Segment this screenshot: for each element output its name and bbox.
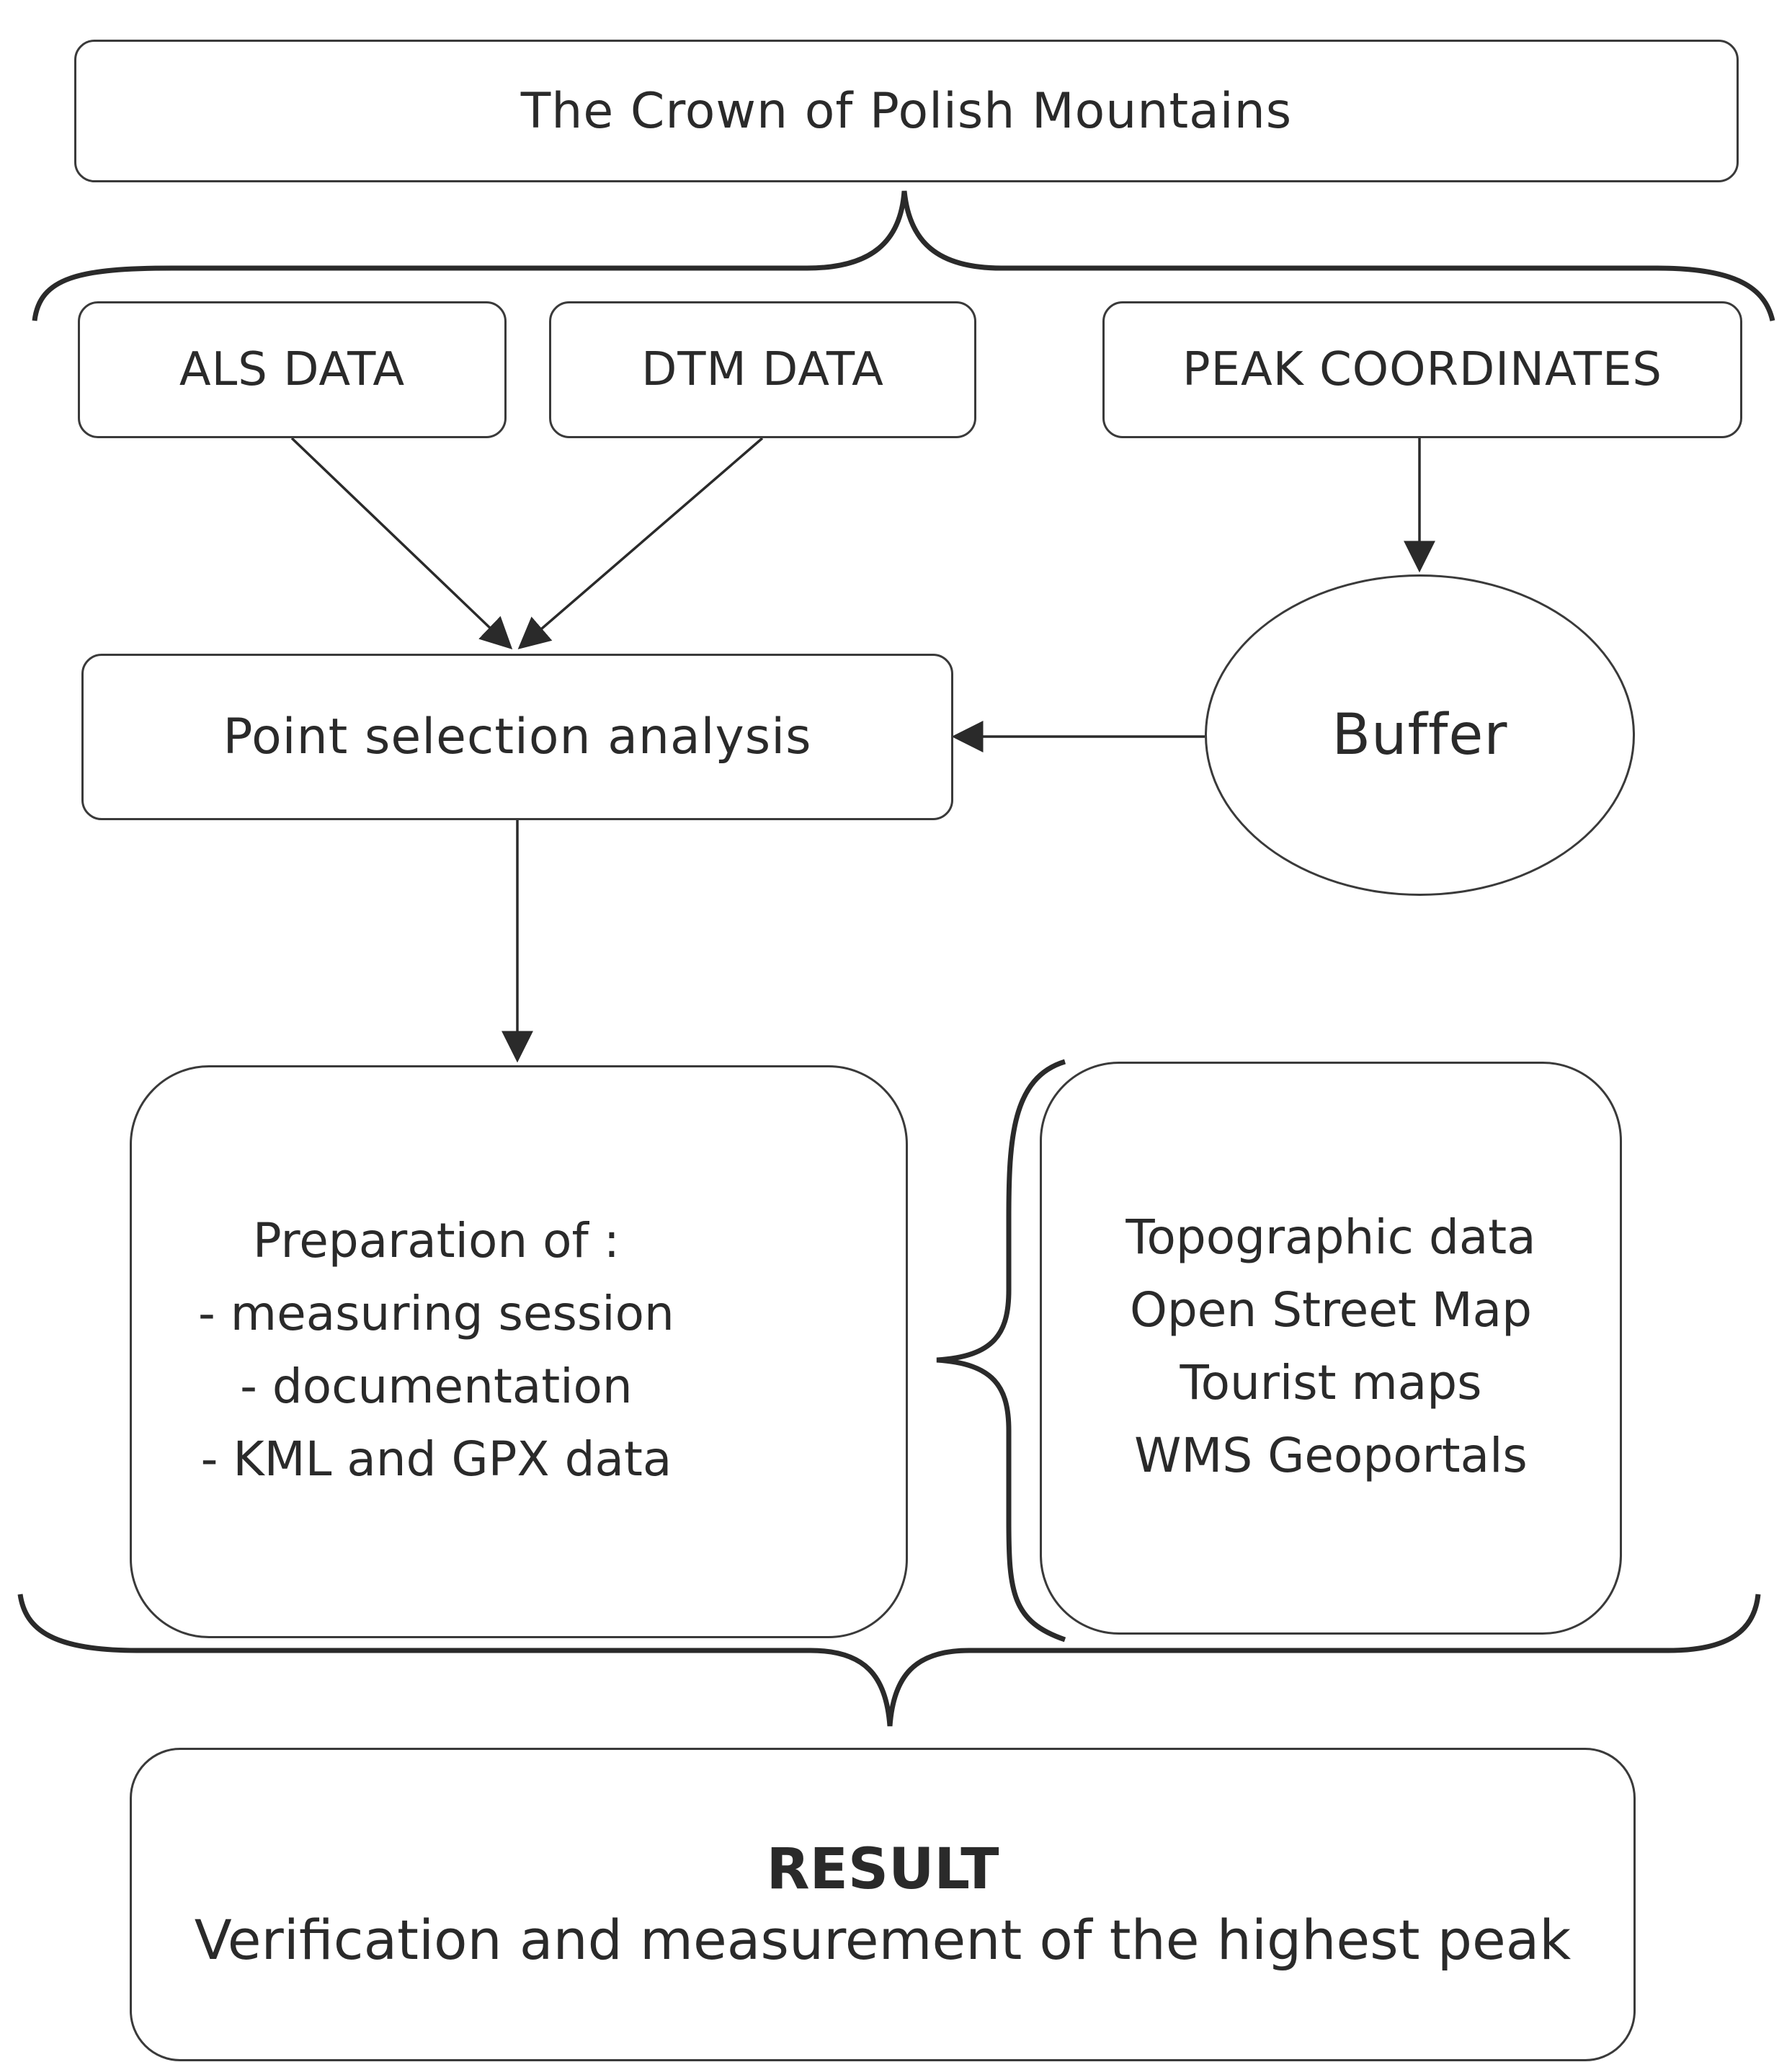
arrow-als-to-analysis	[290, 437, 513, 650]
result-box: RESULT Verification and measurement of t…	[130, 1748, 1636, 2061]
data-sources-list: Topographic data Open Street Map Tourist…	[1042, 1201, 1620, 1492]
dtm-data-label: DTM DATA	[641, 343, 884, 396]
title-text: The Crown of Polish Mountains	[520, 82, 1293, 140]
source-item: Topographic data	[1125, 1209, 1536, 1265]
peak-coordinates-box: PEAK COORDINATES	[1102, 301, 1742, 438]
result-text: Verification and measurement of the high…	[194, 1908, 1572, 1972]
result-heading: RESULT	[766, 1837, 999, 1902]
als-data-label: ALS DATA	[179, 343, 406, 396]
point-selection-analysis-label: Point selection analysis	[223, 708, 812, 765]
bottom-brace	[17, 1594, 1761, 1727]
preparation-item: - documentation	[240, 1359, 633, 1414]
preparation-box: Preparation of : - measuring session - d…	[130, 1065, 908, 1638]
preparation-item: - KML and GPX data	[200, 1431, 672, 1487]
buffer-label: Buffer	[1332, 703, 1508, 768]
sources-brace	[936, 1059, 1066, 1643]
buffer-ellipse: Buffer	[1205, 574, 1635, 896]
data-sources-box: Topographic data Open Street Map Tourist…	[1040, 1062, 1622, 1635]
source-item: Open Street Map	[1129, 1282, 1533, 1338]
preparation-list: Preparation of : - measuring session - d…	[198, 1204, 674, 1496]
top-brace	[32, 190, 1775, 321]
arrow-dtm-to-analysis	[517, 437, 764, 649]
preparation-item: - measuring session	[198, 1286, 674, 1341]
dtm-data-box: DTM DATA	[549, 301, 976, 438]
source-item: WMS Geoportals	[1134, 1428, 1528, 1483]
preparation-heading: Preparation of :	[252, 1213, 620, 1268]
source-item: Tourist maps	[1180, 1355, 1482, 1410]
als-data-box: ALS DATA	[78, 301, 507, 438]
peak-coordinates-label: PEAK COORDINATES	[1182, 343, 1663, 396]
title-box: The Crown of Polish Mountains	[74, 40, 1739, 182]
point-selection-analysis-box: Point selection analysis	[81, 654, 953, 820]
